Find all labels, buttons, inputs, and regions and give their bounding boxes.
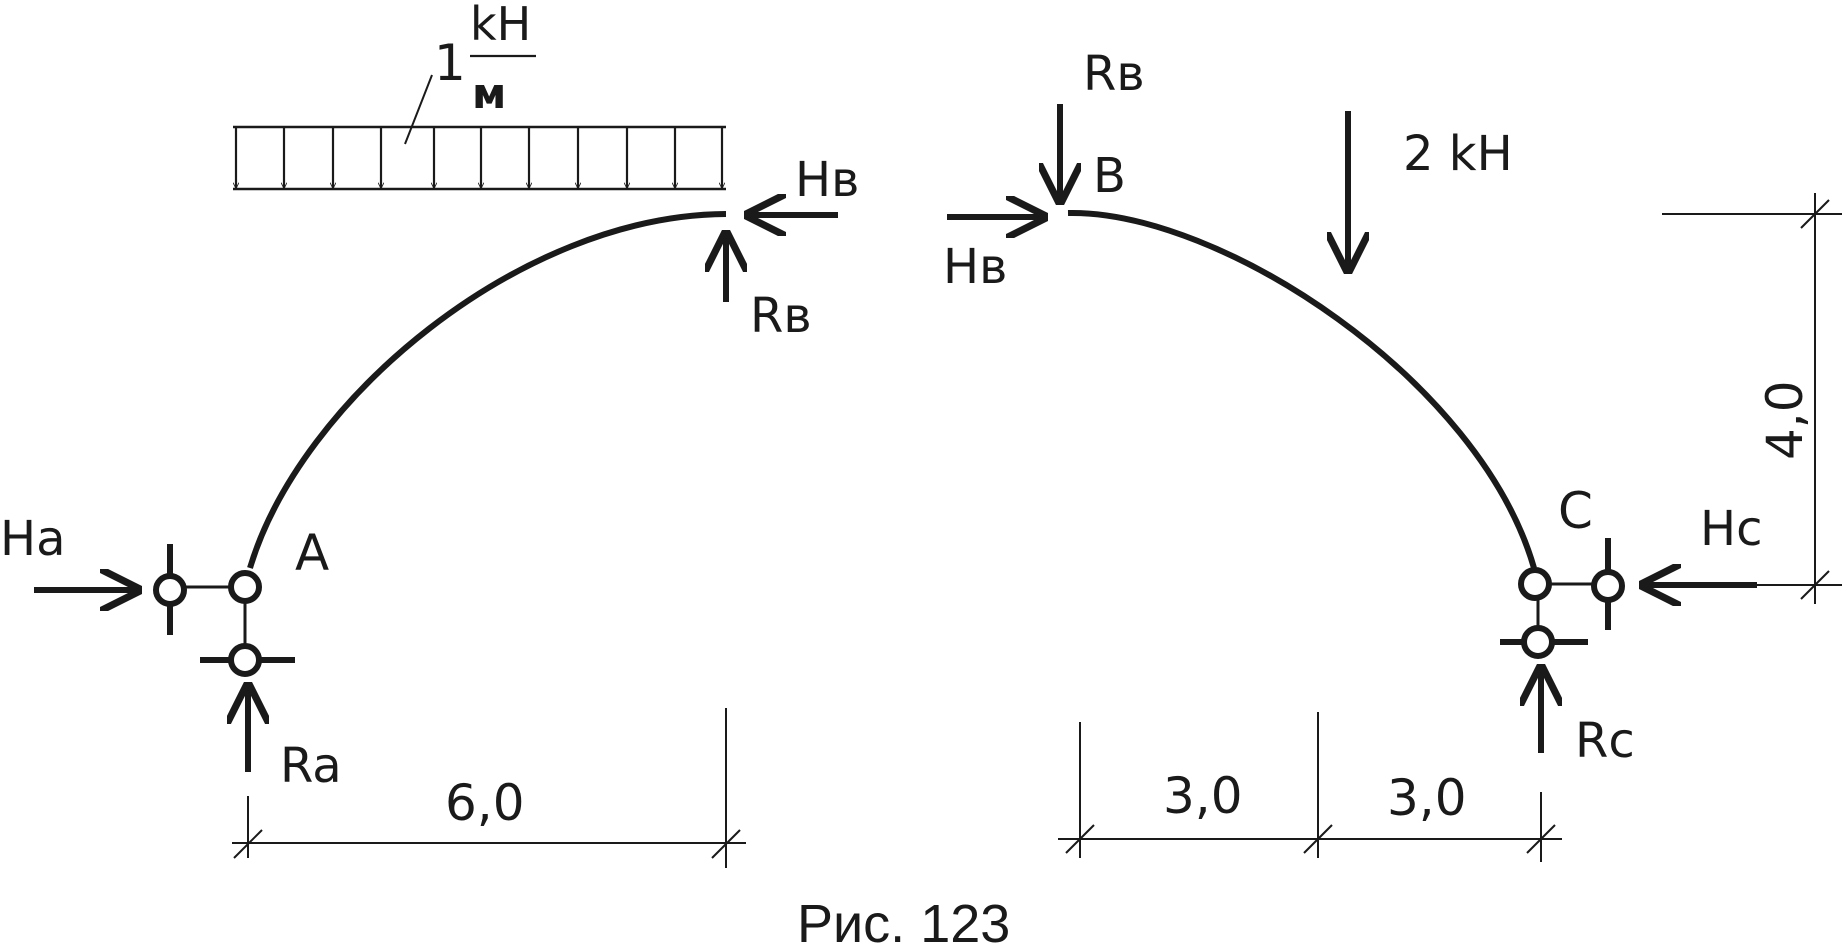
dimension-span-right <box>1058 712 1562 862</box>
support-c <box>1500 538 1625 659</box>
right-half-arch: Rв B Hв 2 kH C Hc Rc <box>943 46 1842 862</box>
figure-caption: Рис. 123 <box>797 894 1010 947</box>
left-arch-curve <box>247 211 727 569</box>
reaction-ha-label: Ha <box>0 511 66 567</box>
support-hinge-vertical <box>228 643 262 677</box>
load-value: 1 <box>434 34 466 92</box>
load-intensity-label: 1 kH м <box>434 0 536 118</box>
support-hinge-horizontal <box>153 573 187 607</box>
load-unit-denominator: м <box>472 69 506 118</box>
dimension-span-right-1-label: 3,0 <box>1163 767 1243 825</box>
support-a <box>153 544 295 677</box>
right-arch-curve <box>1067 209 1537 569</box>
support-a-label: A <box>295 524 329 582</box>
load-unit-numerator: kH <box>470 0 531 51</box>
hinge-a <box>228 570 262 604</box>
left-half-arch: 1 kH м A Ha Ra Hв Rв <box>0 0 859 868</box>
dimension-span-left-label: 6,0 <box>445 774 525 832</box>
hinge-force-rb-left-label: Rв <box>750 288 812 344</box>
reaction-ra-label: Ra <box>280 738 342 794</box>
dimension-span-right-2-label: 3,0 <box>1387 769 1467 827</box>
distributed-load <box>233 74 726 191</box>
hinge-b-label: B <box>1093 148 1126 204</box>
dimension-height <box>1662 193 1842 604</box>
reaction-hc-label: Hc <box>1700 501 1762 557</box>
hinge-c <box>1518 567 1552 601</box>
hinge-force-hb-left-label: Hв <box>795 152 859 208</box>
dimension-height-label: 4,0 <box>1756 380 1814 460</box>
hinge-force-rb-right-label: Rв <box>1083 46 1145 102</box>
reaction-rc-label: Rc <box>1575 713 1635 769</box>
dimension-span-left <box>232 708 746 868</box>
support-c-label: C <box>1558 482 1593 540</box>
support-hinge-vertical <box>1521 625 1555 659</box>
hinge-force-hb-right-label: Hв <box>943 239 1007 295</box>
point-load-label: 2 kH <box>1403 126 1513 182</box>
support-hinge-horizontal <box>1591 569 1625 603</box>
